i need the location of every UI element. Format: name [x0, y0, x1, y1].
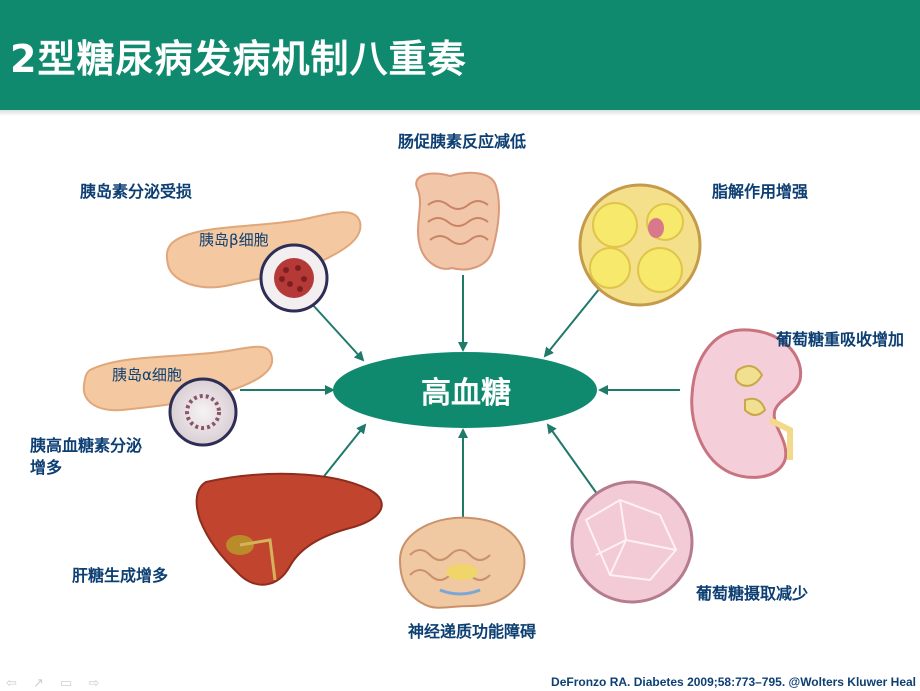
page-title: 2型糖尿病发病机制八重奏 — [10, 37, 467, 81]
glucagon-label-line2: 增多 — [30, 458, 63, 477]
header-divider — [0, 110, 920, 116]
liver-image — [195, 472, 383, 586]
adipose-tissue-image — [578, 183, 702, 307]
muscle-tissue-image — [570, 480, 694, 604]
brain-image — [398, 516, 526, 609]
alpha-cell-label: 胰岛α细胞 — [112, 366, 182, 384]
incretin-label: 肠促胰素反应减低 — [398, 132, 527, 151]
arrow-muscle — [546, 423, 606, 506]
glucose-uptake-label: 葡萄糖摄取减少 — [696, 584, 809, 603]
beta-cell-label: 胰岛β细胞 — [199, 231, 269, 249]
intestine-image — [415, 171, 500, 271]
hyperglycemia-label: 高血糖 — [421, 376, 511, 411]
lipolysis-label: 脂解作用增强 — [712, 182, 809, 201]
pancreas-alpha-image — [82, 345, 274, 447]
neurotransmitter-label: 神经递质功能障碍 — [408, 622, 537, 641]
pancreas-beta-image — [165, 211, 362, 313]
glucose-reabsorption-label: 葡萄糖重吸收增加 — [776, 330, 905, 349]
hepatic-glucose-label: 肝糖生成增多 — [72, 566, 169, 585]
glucagon-label-line1: 胰高血糖素分泌 — [30, 436, 143, 455]
insulin-secretion-label: 胰岛素分泌受损 — [80, 182, 193, 201]
slide-nav-icons[interactable]: ⇦ ↗ ▭ ⇨ — [6, 676, 106, 691]
title-bar: 2型糖尿病发病机制八重奏 — [0, 0, 920, 110]
hyperglycemia-ellipse — [333, 352, 597, 428]
arrow-lipolysis — [543, 287, 601, 358]
citation: DeFronzo RA. Diabetes 2009;58:773–795. @… — [551, 675, 916, 689]
arrow-beta-cell — [311, 303, 365, 362]
arrows — [240, 275, 680, 525]
kidney-image — [690, 328, 803, 479]
